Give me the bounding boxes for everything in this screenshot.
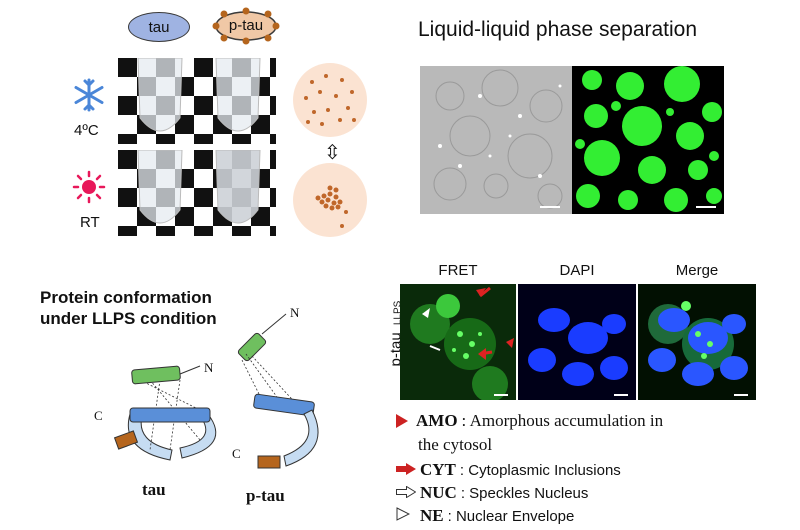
legend-ne-abbr: NE	[420, 506, 444, 525]
legend-ne-text: : Nuclear Envelope	[447, 507, 575, 525]
legend-nuc-text: : Speckles Nucleus	[460, 484, 589, 502]
heat-sun-icon	[72, 170, 106, 209]
legend-amo-text-cont: the cytosol	[418, 435, 493, 454]
ptau-label: p-tau	[228, 17, 264, 34]
tau-structure-diagram	[90, 350, 230, 475]
room-temperature-label: RT	[80, 214, 100, 231]
fret-cell-image	[400, 284, 516, 405]
legend-cyt-text: : Cytoplasmic Inclusions	[459, 461, 621, 479]
tau-protein-badge: tau	[128, 12, 190, 42]
tube-photo-cold	[118, 57, 276, 149]
merge-column-label: Merge	[675, 262, 719, 279]
dispersed-phase-schematic	[292, 62, 368, 143]
red-arrow-icon	[396, 460, 416, 480]
legend-nuc: NUC : Speckles Nucleus	[396, 483, 588, 503]
legend-amo-text: : Amorphous accumulation in	[461, 411, 664, 430]
llps-title: Liquid-liquid phase separation	[418, 18, 698, 41]
legend-cyt-abbr: CYT	[420, 460, 456, 479]
legend-amo-abbr: AMO	[416, 411, 458, 430]
merge-cell-image	[638, 284, 756, 405]
ptau-protein-badge: p-tau	[210, 6, 282, 46]
tau-label: tau	[148, 18, 170, 36]
llps-fluorescence-image	[572, 66, 724, 219]
outline-triangle-icon	[396, 506, 412, 526]
llps-brightfield-image	[420, 66, 572, 219]
legend-ne: NE : Nuclear Envelope	[396, 506, 574, 526]
dapi-cell-image	[518, 284, 636, 405]
legend-cyt: CYT : Cytoplasmic Inclusions	[396, 460, 621, 480]
phospho-dots-icon	[212, 7, 280, 45]
ptau-c-terminus-label: C	[232, 446, 241, 461]
ptau-structure-diagram	[222, 300, 342, 485]
legend-amo: AMO : Amorphous accumulation in	[396, 411, 663, 431]
reversible-arrow-icon: ⇳	[324, 142, 341, 164]
conformation-title: Protein conformation under LLPS conditio…	[40, 287, 217, 329]
ptau-caption: p-tau	[246, 486, 285, 505]
tau-caption: tau	[142, 480, 166, 499]
ptau-n-terminus-label: N	[290, 305, 300, 320]
conformation-title-line1: Protein conformation	[40, 288, 212, 307]
fret-column-label: FRET	[438, 262, 478, 279]
tau-n-terminus-label: N	[204, 360, 214, 375]
condensed-phase-schematic	[292, 162, 368, 243]
legend-nuc-abbr: NUC	[420, 483, 457, 502]
snowflake-icon	[72, 78, 106, 117]
conformation-title-line2: under LLPS condition	[40, 309, 217, 328]
tube-photo-rt	[118, 149, 276, 241]
legend-amo-continued: the cytosol	[418, 435, 492, 455]
tau-c-terminus-label: C	[94, 408, 103, 423]
outline-arrow-icon	[396, 483, 417, 503]
red-triangle-icon	[396, 414, 408, 428]
dapi-column-label: DAPI	[559, 262, 595, 279]
cold-temperature-label: 4ºC	[74, 122, 99, 139]
